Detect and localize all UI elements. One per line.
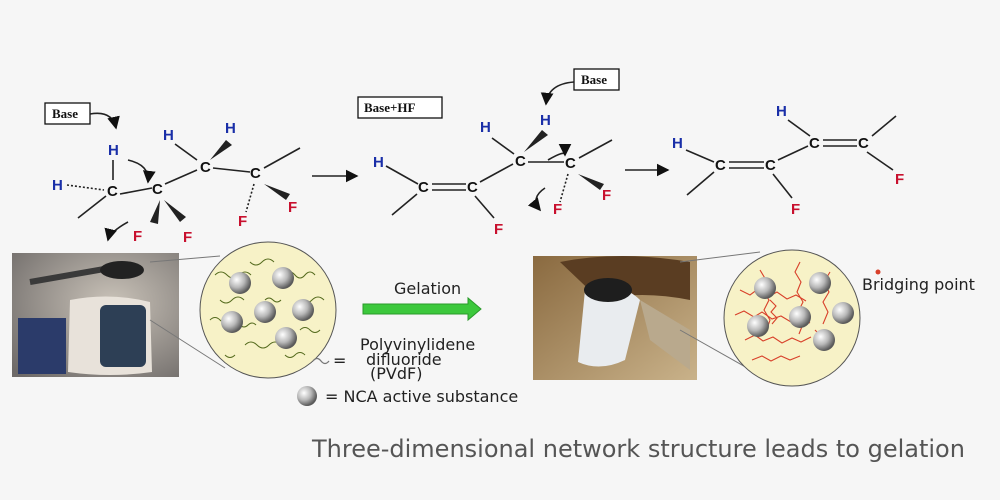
bond-c8-f-dashed (559, 173, 569, 203)
bond-c12-f (866, 151, 894, 171)
bridging-point-label: Bridging point (862, 275, 975, 294)
atom-h-c7-top: H (540, 112, 551, 129)
atom-f-1: F (133, 228, 142, 245)
atom-h-diene-left: H (672, 135, 683, 152)
molecule-stage-1: Base H H C C F F H H C C F F (44, 102, 301, 246)
atom-h-c3-top: H (225, 120, 236, 137)
bond-c6-f (474, 195, 495, 219)
bond-h-c7-left (491, 137, 515, 155)
bond-c12-chain-right (871, 115, 897, 137)
atom-f-5: F (494, 221, 503, 238)
gelation-step: Gelation (362, 279, 482, 322)
atom-c2: C (152, 181, 163, 198)
bond-h-c11 (787, 119, 811, 137)
bond-c4-f-wedge (264, 184, 290, 200)
electron-push-arrow-2 (104, 221, 129, 242)
base-reagent-label-2: Base (581, 72, 607, 87)
zoom-line-1-bottom (149, 319, 226, 369)
base-hf-reagent-label: Base+HF (364, 100, 416, 115)
zoom-line-2-top (679, 251, 761, 263)
atom-h-c3-left: H (163, 127, 174, 144)
atom-f-2: F (183, 229, 192, 246)
atom-c8: C (565, 155, 576, 172)
electron-push-arrow-1 (127, 159, 156, 184)
electron-push-arrow-base2-to-h (540, 81, 575, 106)
atom-h-alkene-left: H (373, 154, 384, 171)
pvdf-chain-icon (312, 357, 330, 365)
atom-h-c7-left: H (480, 119, 491, 136)
bond-c3-h-wedge (210, 140, 232, 160)
bond-c8-f-wedge (578, 174, 604, 190)
nca-sphere-icon (297, 386, 317, 406)
nca-legend-label: = NCA active substance (325, 387, 518, 406)
bond-c10-f (772, 173, 793, 199)
zoom-circle-dispersed (199, 241, 337, 379)
zoom-line-1-top (149, 255, 221, 263)
pvdf-name-line2: difluoride (366, 350, 442, 369)
atom-f-6: F (553, 201, 562, 218)
atom-c1: C (107, 183, 118, 200)
atom-c10: C (765, 157, 776, 174)
figure-caption: Three-dimensional network structure lead… (311, 435, 965, 463)
molecule-stage-3: H C C F H C C F (672, 103, 904, 218)
pvdf-abbrev: (PVdF) (370, 364, 422, 383)
bond-c1-c2 (119, 187, 153, 195)
bond-c7-h-wedge (524, 130, 548, 152)
bond-h-c1-dashed (66, 184, 105, 191)
base-reagent-box-2 (573, 68, 620, 91)
electron-push-arrow-4 (527, 187, 546, 212)
bond-h-c9 (685, 149, 715, 163)
bond-c2-f2-wedge (164, 200, 186, 222)
molecule-stage-2: Base+HF Base H C C F H H C C F F (357, 68, 620, 238)
bond-c9-chain-left (686, 171, 715, 196)
base-reagent-label-1: Base (52, 106, 78, 121)
bond-h-c3 (174, 143, 198, 161)
bond-c4-f-dashed (245, 183, 255, 213)
bond-c4-chain-right (263, 147, 301, 169)
atom-f-4: F (288, 199, 297, 216)
pvdf-name-line1: Polyvinylidene (360, 335, 475, 354)
atom-h-c11: H (776, 103, 787, 120)
atom-c12: C (858, 135, 869, 152)
atom-h-top: H (108, 142, 119, 159)
gelation-arrow (362, 296, 482, 322)
zoom-circle-network (723, 249, 861, 387)
bond-c10-c11 (777, 145, 809, 161)
atom-c3: C (200, 159, 211, 176)
bond-c3-c4 (212, 167, 251, 173)
electron-push-arrow-3 (547, 143, 572, 161)
atom-c6: C (467, 179, 478, 196)
base-hf-reagent-box (357, 96, 443, 119)
atom-c4: C (250, 165, 261, 182)
atom-f-8: F (791, 201, 800, 218)
legend: Polyvinylidene = difluoride (PVdF) = NCA… (297, 335, 518, 406)
atom-h-left: H (52, 177, 63, 194)
bond-h-c5 (385, 165, 419, 185)
bond-c8-chain-right (578, 139, 613, 159)
atom-f-3: F (238, 213, 247, 230)
bond-c1-chain-left (77, 195, 107, 219)
bond-c2-f-wedge (150, 200, 160, 224)
photo-gel-electrolyte (533, 256, 697, 380)
atom-c9: C (715, 157, 726, 174)
atom-c11: C (809, 135, 820, 152)
bond-c2-c3 (164, 169, 198, 185)
atom-f-9: F (895, 171, 904, 188)
gelation-label: Gelation (394, 279, 461, 298)
atom-c7: C (515, 153, 526, 170)
bond-c5-chain-left (391, 193, 418, 216)
pvdf-equals: = (333, 351, 346, 370)
atom-f-7: F (602, 187, 611, 204)
bond-c6-c7 (479, 163, 514, 183)
electron-push-arrow-base-to-h (89, 112, 120, 130)
bridging-point-marker (875, 269, 881, 275)
atom-c5: C (418, 179, 429, 196)
photo-liquid-electrolyte (12, 253, 179, 377)
